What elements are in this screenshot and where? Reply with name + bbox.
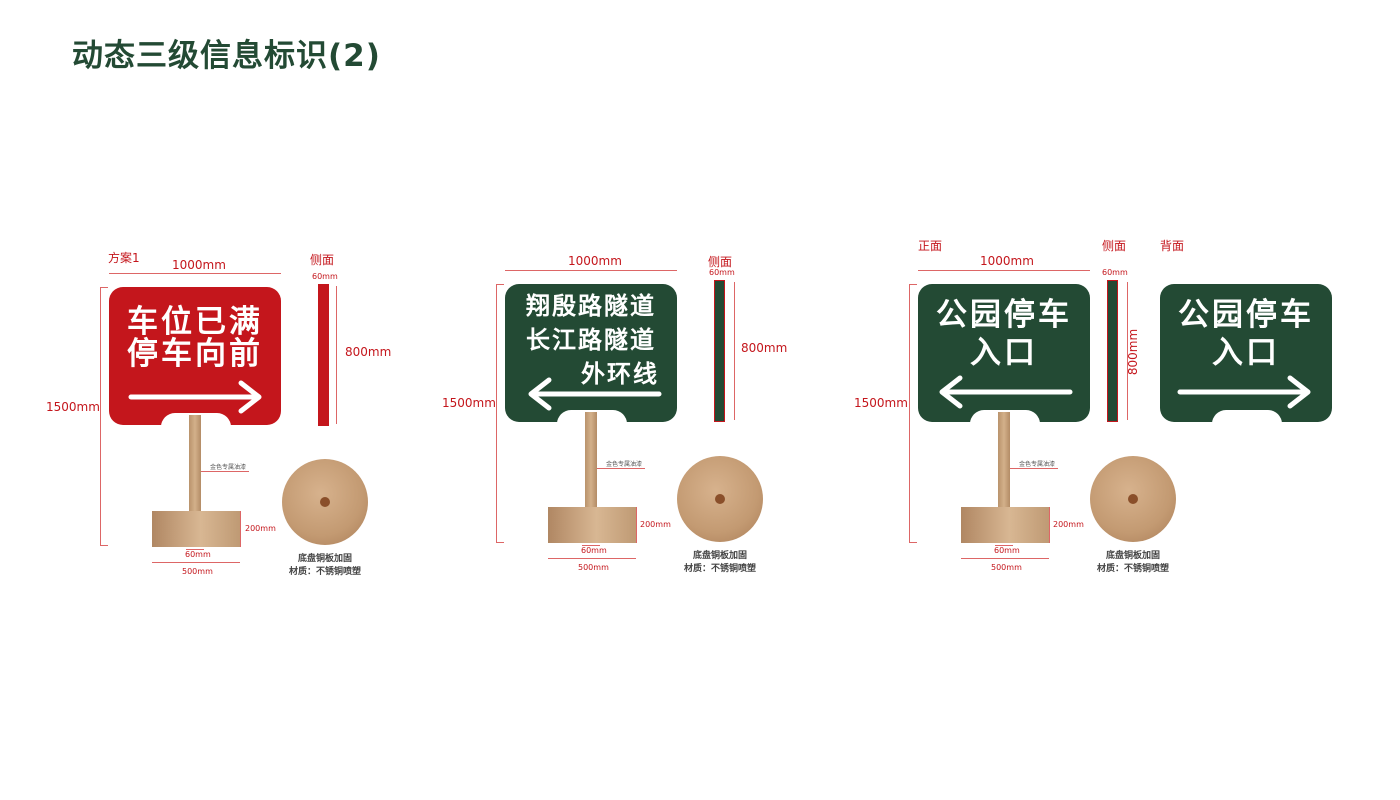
arrow-right-icon xyxy=(1177,375,1311,409)
sign-base xyxy=(152,511,240,547)
sign-height-dimension: 800mm xyxy=(1126,328,1141,376)
sign-line: 公园停车 xyxy=(1178,297,1314,333)
sign-base xyxy=(961,507,1049,543)
width-dimension: 1000mm xyxy=(568,254,622,268)
sign-panel-back: 公园停车 入口 xyxy=(1160,284,1332,422)
sign-line: 车位已满 xyxy=(127,304,263,340)
side-label: 侧面 xyxy=(708,255,733,269)
base-note: 底盘铜板加固 材质：不锈铜喷塑 xyxy=(1096,551,1169,574)
base-top-view xyxy=(282,459,368,545)
arrow-left-icon xyxy=(528,377,662,411)
sign-pole xyxy=(998,412,1010,508)
pole-width-dimension: 60mm xyxy=(185,550,211,559)
width-dimension: 1000mm xyxy=(980,254,1034,268)
sign-panel-green: 翔殷路隧道 长江路隧道 外环线 xyxy=(505,284,677,422)
side-thickness-dimension: 60mm xyxy=(709,268,735,277)
sign-line: 长江路隧道 xyxy=(526,326,656,354)
base-note: 底盘铜板加固 材质：不锈铜喷塑 xyxy=(683,551,756,574)
sign-line: 入口 xyxy=(1212,335,1280,371)
width-dimension: 1000mm xyxy=(172,258,226,272)
pole-width-dimension: 60mm xyxy=(994,546,1020,555)
base-top-view xyxy=(677,456,763,542)
base-top-view xyxy=(1090,456,1176,542)
base-height-dimension: 200mm xyxy=(640,520,671,529)
sign-height-dimension: 800mm xyxy=(345,345,392,359)
pole-width-dimension: 60mm xyxy=(581,546,607,555)
base-note: 底盘铜板加固 材质：不锈铜喷塑 xyxy=(288,554,361,577)
base-width-dimension: 500mm xyxy=(991,563,1022,572)
pole-note: 金色专属油漆 xyxy=(210,464,247,471)
arrow-right-icon xyxy=(128,380,262,414)
front-label: 正面 xyxy=(918,239,943,253)
sign-pole xyxy=(189,415,201,511)
base-width-dimension: 500mm xyxy=(578,563,609,572)
sign-base xyxy=(548,507,636,543)
side-view-panel xyxy=(1107,280,1118,422)
pole-note: 金色专属油漆 xyxy=(606,461,643,468)
side-view-panel xyxy=(318,284,329,426)
side-thickness-dimension: 60mm xyxy=(1102,268,1128,277)
page-title: 动态三级信息标识(2) xyxy=(72,38,381,74)
side-label: 侧面 xyxy=(1102,239,1127,253)
height-dimension: 1500mm xyxy=(442,396,496,410)
sign-line: 停车向前 xyxy=(127,336,263,372)
base-height-dimension: 200mm xyxy=(1053,520,1084,529)
height-dimension: 1500mm xyxy=(46,400,100,414)
side-label: 侧面 xyxy=(310,253,335,267)
side-thickness-dimension: 60mm xyxy=(312,272,338,281)
sign-panel-front: 公园停车 入口 xyxy=(918,284,1090,422)
sign-pole xyxy=(585,412,597,508)
sign-line: 外环线 xyxy=(581,360,659,388)
pole-note: 金色专属油漆 xyxy=(1019,461,1056,468)
side-view-panel xyxy=(714,280,725,422)
scheme-label: 方案1 xyxy=(108,251,140,265)
sign-line: 翔殷路隧道 xyxy=(526,292,656,320)
sign-panel-red: 车位已满 停车向前 xyxy=(109,287,281,425)
back-label: 背面 xyxy=(1160,239,1185,253)
height-dimension: 1500mm xyxy=(854,396,908,410)
sign-height-dimension: 800mm xyxy=(741,341,788,355)
base-width-dimension: 500mm xyxy=(182,567,213,576)
base-height-dimension: 200mm xyxy=(245,524,276,533)
sign-line: 入口 xyxy=(970,335,1038,371)
arrow-left-icon xyxy=(939,375,1073,409)
sign-line: 公园停车 xyxy=(936,297,1072,333)
